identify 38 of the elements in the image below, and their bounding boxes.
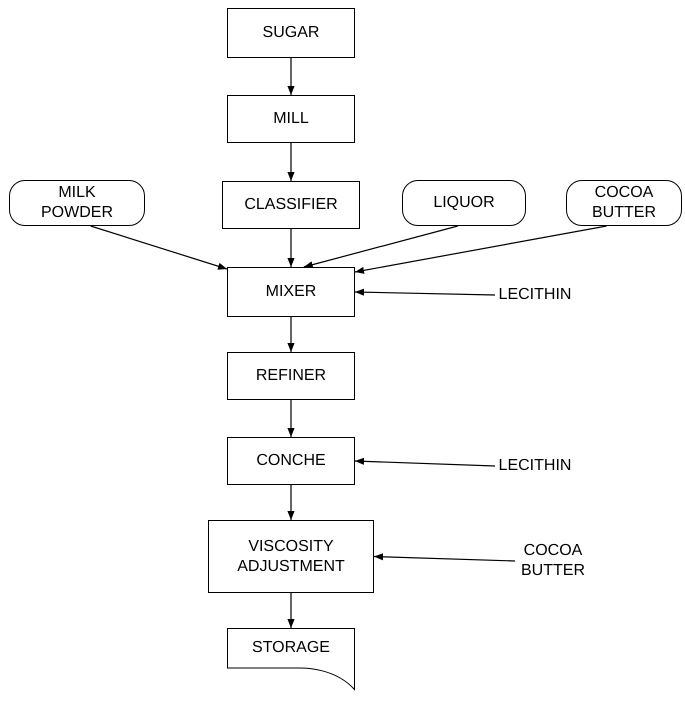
arrow <box>374 553 516 562</box>
step-label: STORAGE <box>252 638 330 658</box>
arrow <box>287 593 295 628</box>
input-label: LECITHIN <box>498 285 572 305</box>
arrow <box>287 143 295 181</box>
step-label: CLASSIFIER <box>244 195 338 215</box>
process-box <box>208 520 374 593</box>
step-label: MIXER <box>266 282 316 302</box>
arrow <box>354 225 607 274</box>
input-label: COCOA BUTTER <box>520 541 586 581</box>
step-label: MILL <box>273 109 309 129</box>
step-label: VISCOSITY ADJUSTMENT <box>236 536 346 576</box>
arrow <box>287 58 295 95</box>
arrow <box>287 400 295 437</box>
arrow <box>354 458 496 467</box>
process-box <box>222 181 360 229</box>
process-box <box>227 267 355 317</box>
step-label: LIQUOR <box>433 193 495 213</box>
process-box <box>227 8 355 58</box>
arrow <box>354 288 496 296</box>
step-label: COCOA BUTTER <box>591 183 657 223</box>
step-label: REFINER <box>256 366 326 386</box>
arrow <box>304 225 458 268</box>
arrow <box>287 485 295 520</box>
input-box <box>9 180 145 226</box>
arrow <box>90 225 228 270</box>
process-box <box>227 437 355 485</box>
input-box <box>566 180 682 226</box>
step-label: MILK POWDER <box>40 183 114 223</box>
arrow <box>287 317 295 352</box>
storage-document <box>227 628 355 690</box>
arrow <box>287 229 295 267</box>
process-box <box>227 95 355 143</box>
step-label: SUGAR <box>262 23 320 43</box>
input-label: LECITHIN <box>498 456 572 476</box>
step-label: CONCHE <box>256 451 326 471</box>
input-box <box>402 180 526 226</box>
process-box <box>227 352 355 400</box>
